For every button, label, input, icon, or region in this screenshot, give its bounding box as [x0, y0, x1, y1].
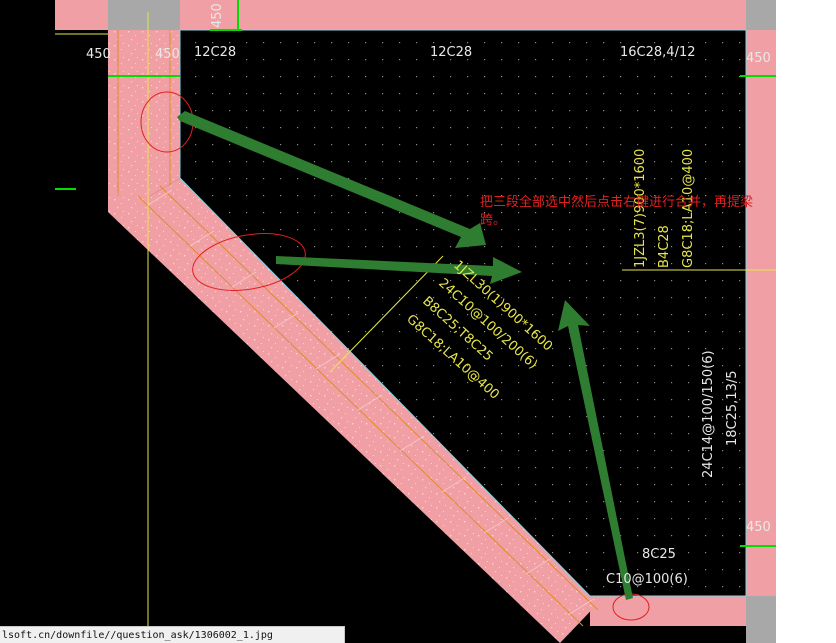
dim-right-bottom: 450: [746, 520, 771, 535]
bottom-beam-stirrup: C10@100(6): [606, 572, 688, 587]
column-top-right: [746, 0, 776, 30]
beam-left-texture: [108, 30, 180, 196]
arrow-from-left: [177, 111, 486, 248]
column-top: [108, 0, 180, 30]
red-circle-diagonal: [192, 233, 306, 291]
status-bar-url: lsoft.cn/downfile//question_ask/1306002_…: [0, 626, 345, 643]
top-rebar-middle: 12C28: [430, 45, 472, 60]
slab-edge: [179, 29, 747, 597]
arrow-from-diagonal: [276, 256, 522, 284]
dim-left-a: 450: [86, 47, 111, 62]
beam-right: [746, 30, 776, 596]
diagonal-beam-hatch: [117, 30, 599, 627]
annotation-line-2: 跨。: [480, 213, 506, 228]
column-bottom-right: [746, 596, 776, 643]
bottom-beam-rebar: 8C25: [642, 547, 676, 562]
dim-top-vertical: 450: [210, 3, 225, 28]
top-rebar-left: 12C28: [194, 45, 236, 60]
right-beam-bottom: B4C28: [657, 225, 672, 268]
right-beam-side: G8C18;LA10@400: [681, 149, 696, 268]
merge-arrows: [177, 111, 633, 600]
beam-top-left-stub: [55, 0, 108, 30]
right-beam-name: 1JZL3(7)900*1600: [633, 149, 648, 268]
arrow-from-bottom: [558, 300, 633, 600]
annotation-line-1: 把三段全部选中然后点击右键进行合并，再提梁: [480, 194, 753, 210]
dim-left-b: 450: [155, 47, 180, 62]
dim-right-top: 450: [746, 51, 771, 66]
reference-lines: [55, 12, 776, 643]
top-rebar-right: 16C28,4/12: [620, 45, 696, 60]
diagonal-beam-stripes: [147, 189, 593, 616]
beam-top: [180, 0, 746, 30]
right-vertical-reinforcement: 18C25,13/5: [725, 371, 740, 447]
beam-bottom: [590, 596, 746, 626]
right-vertical-stirrup: 24C14@100/150(6): [701, 350, 716, 478]
dimension-markers: [55, 0, 776, 547]
